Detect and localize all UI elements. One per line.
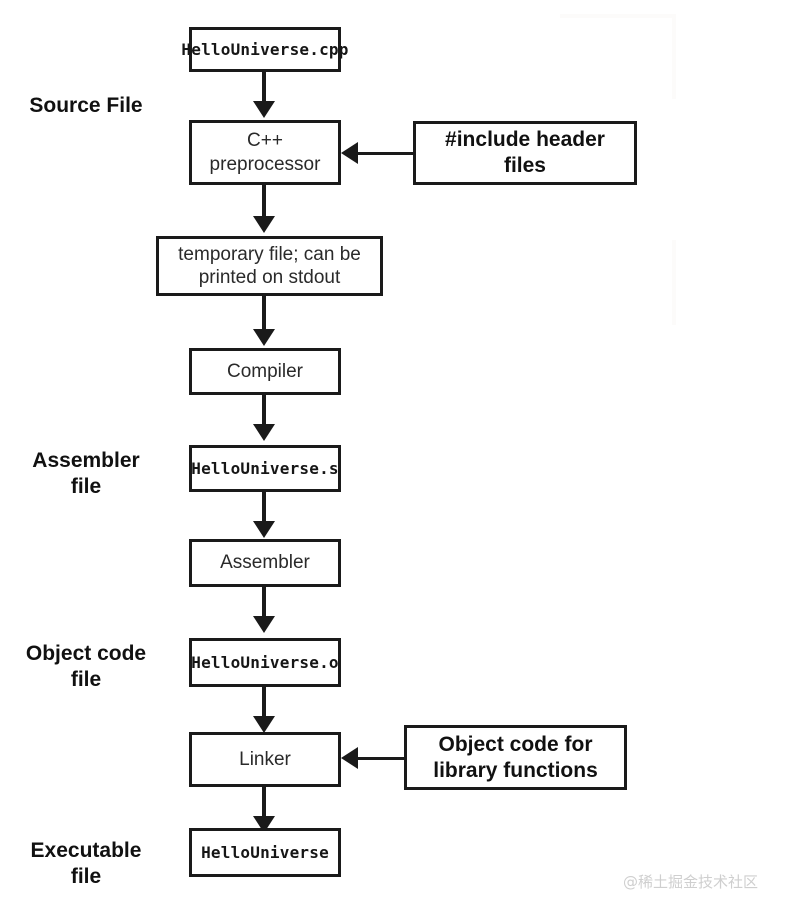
watermark-text: @稀土掘金技术社区 <box>623 873 759 891</box>
node-object-code-library[interactable]: Object code for library functions <box>404 725 627 790</box>
node-label: HelloUniverse.s <box>191 458 339 478</box>
connector-line <box>262 492 266 524</box>
node-hellouniverse-o[interactable]: HelloUniverse.o <box>189 638 341 687</box>
connector-arrowhead-icon <box>253 216 275 233</box>
node-label: Linker <box>239 748 291 770</box>
connector-line <box>262 296 266 331</box>
node-cpp-preprocessor[interactable]: C++ preprocessor <box>189 120 341 185</box>
background-artifact <box>672 14 676 99</box>
connector-arrowhead-icon <box>253 101 275 118</box>
stage-label-object-code-file: Object code file <box>0 641 172 694</box>
node-hellouniverse-executable[interactable]: HelloUniverse <box>189 828 341 877</box>
node-label: temporary file; can be printed on stdout <box>178 243 361 288</box>
background-artifact <box>672 240 676 325</box>
connector-line <box>262 185 266 218</box>
watermark: @稀土掘金技术社区 <box>623 871 758 892</box>
node-label: HelloUniverse.cpp <box>181 39 349 59</box>
connector-line <box>262 787 266 819</box>
node-temporary-file[interactable]: temporary file; can be printed on stdout <box>156 236 383 296</box>
stage-label-text: Object code file <box>25 642 147 692</box>
connector-line <box>262 395 266 427</box>
connector-line <box>262 587 266 619</box>
node-assembler[interactable]: Assembler <box>189 539 341 587</box>
connector-arrowhead-icon <box>253 329 275 346</box>
node-include-header-files[interactable]: #include header files <box>413 121 637 185</box>
connector-arrowhead-icon <box>341 142 358 164</box>
connector-line <box>262 72 266 105</box>
connector-arrowhead-icon <box>253 424 275 441</box>
connector-line <box>358 757 405 760</box>
node-label: HelloUniverse.o <box>191 652 339 672</box>
stage-label-executable-file: Executable file <box>0 838 172 891</box>
node-label: #include header files <box>445 128 605 177</box>
connector-arrowhead-icon <box>253 616 275 633</box>
node-label: HelloUniverse <box>201 842 329 862</box>
node-compiler[interactable]: Compiler <box>189 348 341 395</box>
node-linker[interactable]: Linker <box>189 732 341 787</box>
node-label: C++ preprocessor <box>209 130 321 175</box>
node-hellouniverse-cpp[interactable]: HelloUniverse.cpp <box>181 27 348 72</box>
connector-arrowhead-icon <box>253 716 275 733</box>
node-label: Assembler <box>220 552 310 574</box>
connector-arrowhead-icon <box>341 747 358 769</box>
node-hellouniverse-s[interactable]: HelloUniverse.s <box>189 445 341 492</box>
node-label: Object code for library functions <box>433 732 598 782</box>
stage-label-source-file: Source File <box>0 93 172 119</box>
node-label: Compiler <box>226 360 304 382</box>
connector-arrowhead-icon <box>253 521 275 538</box>
stage-label-text: Executable file <box>30 839 142 889</box>
connector-line <box>262 687 266 719</box>
stage-label-assembler-file: Assembler file <box>0 448 172 501</box>
connector-line <box>358 152 414 155</box>
stage-label-text: Source File <box>29 94 143 117</box>
stage-label-text: Assembler file <box>32 449 140 499</box>
background-artifact <box>560 14 675 18</box>
